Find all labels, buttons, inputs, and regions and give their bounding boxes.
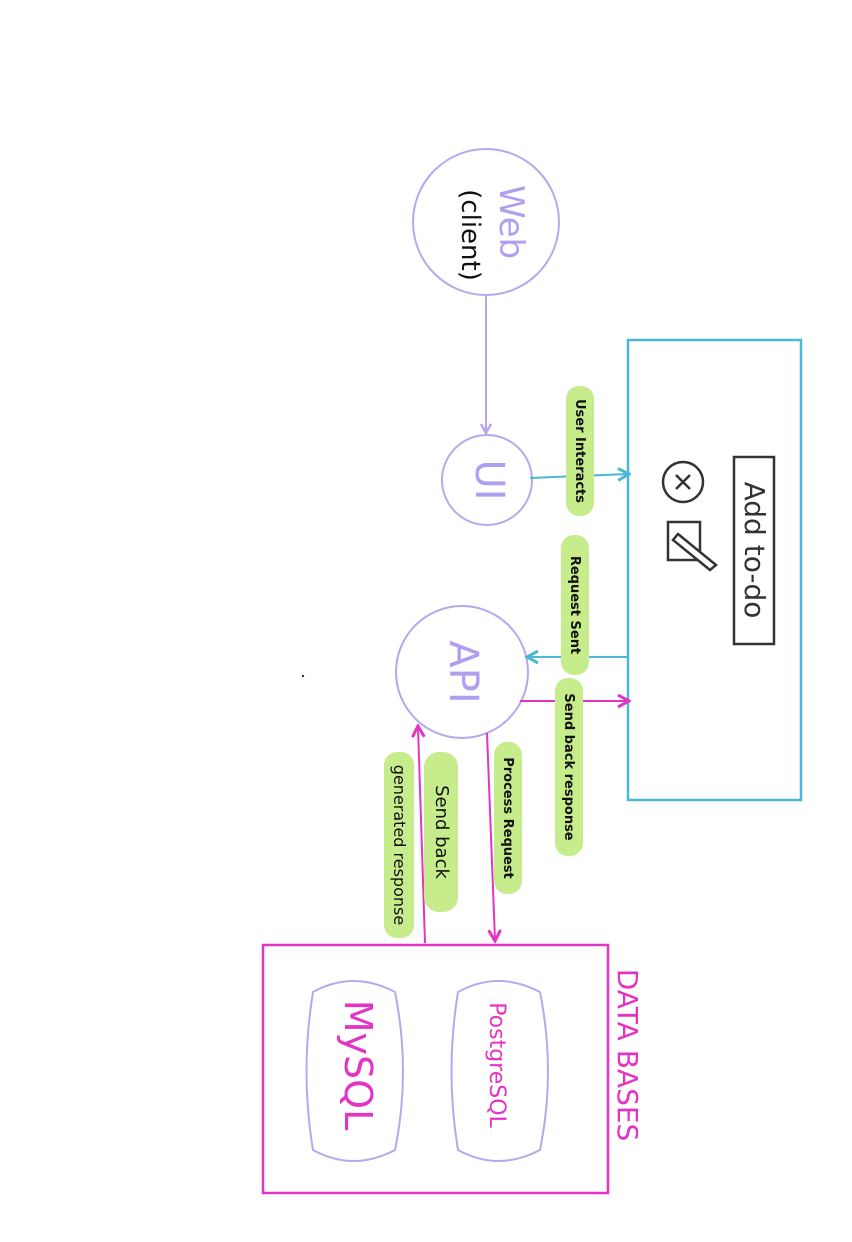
request-sent-text: Request Sent (567, 556, 582, 654)
generated-response-label: generated response (384, 752, 414, 938)
api-circle (395, 605, 529, 739)
ui-label: UI (466, 459, 512, 500)
add-todo-button[interactable] (732, 455, 776, 646)
mysql-database: MySQL (305, 980, 404, 1162)
edit-note-icon[interactable] (666, 520, 718, 572)
mysql-cylinder (305, 980, 404, 1162)
process-request-text: Process Request (500, 757, 515, 879)
web-label: Web (491, 185, 531, 259)
process-request-arrow (486, 732, 495, 940)
process-request-label: Process Request (494, 742, 522, 894)
web-client-circle (412, 148, 560, 296)
generated-response-arrow (418, 727, 426, 944)
mysql-label: MySQL (336, 1000, 380, 1130)
databases-box: DATA BASES PostgreSQL MySQL (261, 943, 644, 1195)
stray-dot (301, 674, 305, 678)
web-client-node: Web (client) (412, 148, 560, 296)
postgresql-cylinder (450, 980, 549, 1162)
send-back-text: Send back (431, 785, 452, 879)
send-back-response-label: Send back response (555, 678, 583, 856)
databases-box-border (261, 943, 610, 1195)
user-interacts-label: User Interacts (566, 386, 594, 516)
postgresql-label: PostgreSQL (484, 1002, 509, 1128)
send-back-response-text: Send back response (561, 693, 576, 840)
close-circle-icon[interactable] (661, 460, 705, 504)
app-box-border (626, 338, 803, 802)
postgresql-database: PostgreSQL (450, 980, 549, 1162)
process-request-highlight (494, 742, 522, 894)
generated-response-highlight (384, 752, 414, 938)
databases-title: DATA BASES (611, 969, 644, 1142)
generated-response-text: generated response (390, 765, 409, 925)
send-back-highlight (424, 752, 458, 912)
api-node: API (395, 605, 529, 739)
request-sent-highlight (561, 535, 589, 675)
user-interacts-highlight (566, 386, 594, 516)
send-back-label: Send back (424, 752, 458, 912)
request-sent-label: Request Sent (561, 535, 589, 675)
ui-circle (441, 434, 533, 526)
user-interacts-text: User Interacts (572, 399, 587, 503)
ui-node: UI (441, 434, 533, 526)
app-box: Add to-do (626, 338, 803, 802)
add-todo-label: Add to-do (738, 482, 771, 619)
api-label: API (440, 640, 486, 703)
client-label: (client) (455, 189, 485, 281)
send-back-response-highlight (555, 678, 583, 856)
